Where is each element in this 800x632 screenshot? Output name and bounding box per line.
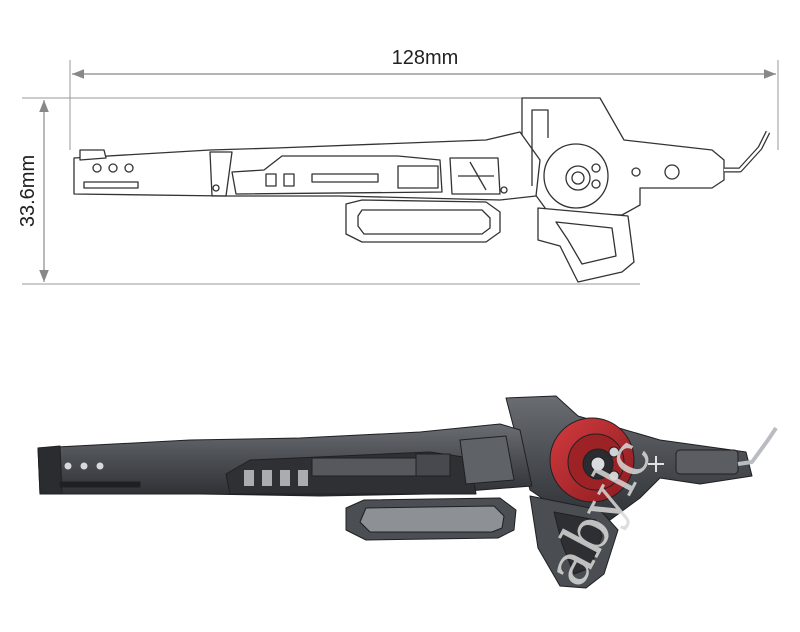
model-muzzle — [37, 445, 63, 495]
model-vent-4 — [298, 470, 308, 486]
model-drum-pin — [590, 456, 606, 472]
line-drum-pin — [571, 171, 585, 185]
line-rear-screw — [631, 167, 641, 177]
line-scope-block — [397, 165, 439, 189]
line-mid-rail — [231, 155, 443, 195]
line-port-1 — [92, 163, 102, 173]
model-vent-1 — [244, 470, 254, 486]
line-rear-knob — [664, 164, 680, 180]
model-barrel-slot — [59, 481, 141, 488]
model-magazine-panel — [359, 505, 505, 533]
line-magazine-inner — [357, 209, 491, 235]
line-vent-2 — [283, 173, 295, 187]
model-drum-bolt-1 — [608, 446, 620, 458]
model-port-1 — [64, 462, 72, 470]
model-drum-bolt-2 — [608, 470, 620, 482]
model-vent-3 — [280, 470, 290, 486]
model-scope-rear — [415, 453, 451, 477]
line-drum-bolt-1 — [591, 163, 601, 173]
line-drum-bolt-2 — [591, 179, 601, 189]
model-port-2 — [80, 462, 88, 470]
line-port-3 — [124, 163, 134, 173]
line-top-rail — [531, 109, 549, 186]
line-grip-inner — [555, 221, 617, 265]
model-scope — [311, 457, 423, 477]
model-port-3 — [96, 462, 104, 470]
model-grip-inner — [553, 511, 603, 575]
line-barrel-slot — [83, 181, 139, 189]
line-screw-2 — [500, 186, 508, 194]
line-muzzle-cap — [79, 149, 107, 161]
line-plate-slash — [469, 161, 487, 191]
rendered-model-view — [37, 395, 778, 589]
line-long-vent — [311, 173, 379, 183]
line-magazine — [345, 199, 501, 243]
height-label: 33.6mm — [17, 155, 39, 227]
model-rear-cylinder — [675, 449, 739, 475]
line-drawing-view — [73, 97, 771, 283]
length-label: 128mm — [392, 47, 459, 69]
dimension-annotations: 128mm 33.6mm — [17, 47, 779, 285]
model-hose — [737, 426, 778, 466]
model-side-plate — [459, 435, 515, 485]
model-vent-2 — [262, 470, 272, 486]
line-vent-1 — [265, 173, 277, 187]
line-hose-inner — [724, 131, 770, 172]
line-grip — [537, 207, 635, 283]
line-screw-1 — [212, 184, 220, 192]
line-port-2 — [108, 163, 118, 173]
line-panel-seam — [209, 151, 233, 197]
